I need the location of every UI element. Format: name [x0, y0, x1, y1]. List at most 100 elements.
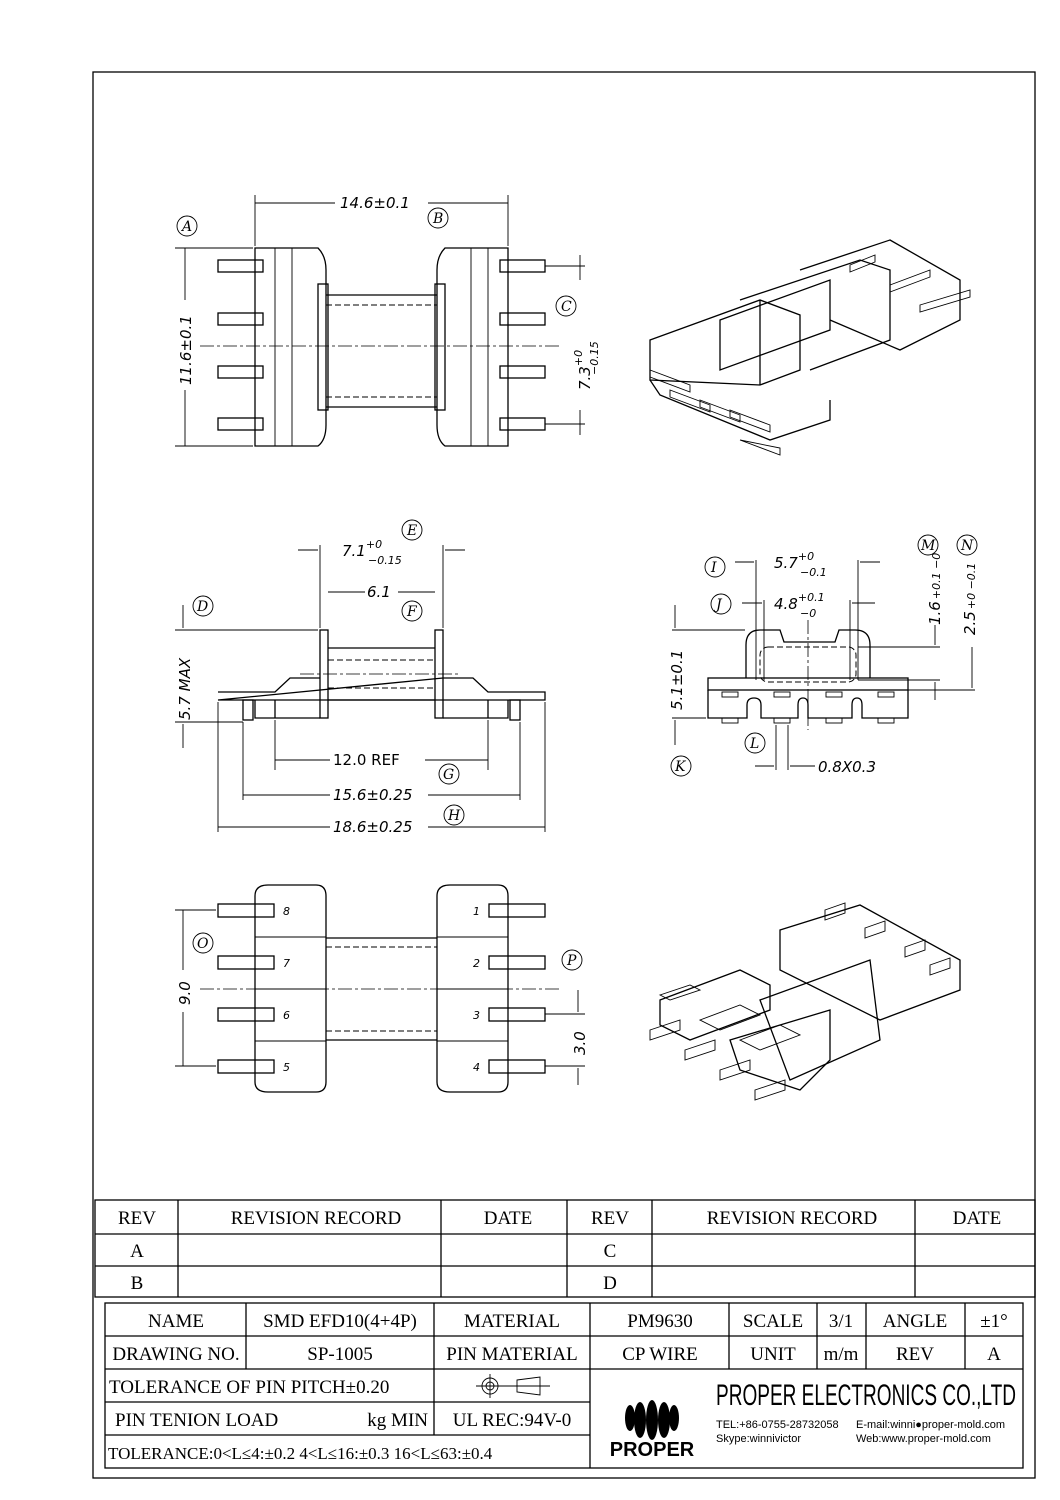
- dim-width: 14.6±0.1: [340, 194, 410, 212]
- company-logo: PROPER: [610, 1400, 695, 1461]
- svg-text:7.1+0: 7.1+0: [342, 538, 382, 560]
- top-view-pins: [217, 259, 546, 431]
- revision-record-header-2: REVISION RECORD: [707, 1208, 877, 1229]
- ul-rating: UL REC:94V-0: [453, 1410, 571, 1431]
- company-email: E-mail:winni●proper-mold.com: [856, 1419, 1005, 1431]
- dim-height: 11.6±0.1: [177, 315, 195, 385]
- svg-text:−0.15: −0.15: [588, 341, 601, 375]
- svg-text:A: A: [180, 219, 192, 235]
- drawing-border: [92, 71, 1036, 1479]
- svg-text:−0: −0: [800, 607, 816, 620]
- svg-text:6: 6: [283, 1009, 290, 1022]
- svg-text:P: P: [566, 953, 577, 969]
- svg-text:O: O: [197, 936, 209, 952]
- pin-tension-label: PIN TENION LOAD: [115, 1410, 278, 1431]
- drawing-no-label: DRAWING NO.: [112, 1344, 239, 1365]
- dim-pin-span: 15.6±0.25: [333, 786, 412, 804]
- svg-text:M: M: [920, 538, 936, 554]
- end-view: 5.7+0 −0.1 4.8+0.1 −0 5.1±0.1 1.6+0.1 −0…: [668, 534, 979, 777]
- dim-outer: 5.7: [774, 554, 798, 572]
- svg-text:4: 4: [473, 1061, 480, 1074]
- name-label: NAME: [148, 1311, 204, 1332]
- svg-text:5: 5: [283, 1061, 290, 1074]
- pin-material-value: CP WIRE: [622, 1344, 697, 1365]
- projection-symbol-icon: [476, 1374, 550, 1398]
- title-block: NAME SMD EFD10(4+4P) MATERIAL PM9630 SCA…: [104, 1302, 1024, 1469]
- svg-text:E: E: [406, 523, 417, 539]
- scale-label: SCALE: [743, 1311, 803, 1332]
- pin-tension-unit: kg MIN: [367, 1410, 428, 1431]
- svg-text:G: G: [443, 767, 454, 783]
- dim-height-max: 5.7 MAX: [176, 657, 194, 720]
- svg-text:4.8+0.1: 4.8+0.1: [774, 591, 825, 613]
- unit-label: UNIT: [750, 1344, 796, 1365]
- svg-text:F: F: [406, 604, 418, 620]
- dim-pin-size: 0.8X0.3: [818, 758, 876, 776]
- dim-inner: 4.8: [774, 595, 798, 613]
- rev-header-2: REV: [591, 1208, 629, 1229]
- rev-value: A: [987, 1344, 1001, 1365]
- angle-label: ANGLE: [883, 1311, 947, 1332]
- rev-header: REV: [118, 1208, 156, 1229]
- dim-core: 6.1: [367, 583, 391, 601]
- pin-material-label: PIN MATERIAL: [446, 1344, 577, 1365]
- bottom-view-pins: [217, 903, 546, 1074]
- rev-row: A: [130, 1241, 144, 1262]
- rev-label: REV: [896, 1344, 934, 1365]
- svg-text:5.7+0: 5.7+0: [774, 550, 814, 572]
- date-header: DATE: [484, 1208, 533, 1229]
- rev-row: C: [604, 1241, 617, 1262]
- svg-text:H: H: [447, 808, 461, 824]
- svg-text:B: B: [432, 211, 443, 227]
- svg-text:7.3+0: 7.3+0: [572, 350, 594, 390]
- dim-flange: 7.1: [342, 542, 366, 560]
- svg-text:1.6+0.1 −0: 1.6+0.1 −0: [926, 553, 944, 625]
- label-bubbles-side: D E F G H: [192, 519, 465, 826]
- svg-text:N: N: [960, 538, 974, 554]
- material-label: MATERIAL: [464, 1311, 560, 1332]
- dim-pitch: 7.3: [576, 366, 594, 390]
- dim-n: 2.5: [961, 611, 979, 635]
- scale-value: 3/1: [829, 1311, 853, 1332]
- svg-text:C: C: [561, 299, 572, 315]
- label-bubbles-top: A B C: [176, 207, 577, 317]
- svg-text:3: 3: [473, 1009, 480, 1022]
- top-view: 14.6±0.1 11.6±0.1 7.3+0 −0.15 A B C: [175, 194, 601, 447]
- isometric-view-bottom: [649, 902, 961, 1101]
- label-bubbles-end: I J K L M N: [670, 534, 978, 777]
- dim-pin-pitch: 3.0: [571, 1031, 589, 1055]
- dim-end-height: 5.1±0.1: [668, 650, 686, 710]
- svg-text:8: 8: [283, 905, 290, 918]
- company-name: PROPER ELECTRONICS CO.,LTD: [716, 1379, 1016, 1412]
- rev-row: B: [131, 1273, 144, 1294]
- revision-table: REV REVISION RECORD DATE REV REVISION RE…: [94, 1199, 1036, 1298]
- svg-text:1: 1: [473, 905, 480, 918]
- isometric-view-top: [649, 239, 971, 456]
- side-view: 7.1+0 −0.15 6.1 5.7 MAX 12.0 REF 15.6±0.…: [175, 519, 546, 836]
- svg-text:J: J: [713, 597, 723, 613]
- svg-text:D: D: [196, 599, 208, 615]
- svg-text:7: 7: [283, 957, 290, 970]
- general-tolerance: TOLERANCE:0<L≤4:±0.2 4<L≤16:±0.3 16<L≤63…: [108, 1444, 493, 1463]
- dim-ref: 12.0 REF: [333, 751, 400, 769]
- svg-text:I: I: [710, 560, 717, 576]
- svg-text:2: 2: [473, 957, 480, 970]
- dim-span: 9.0: [176, 981, 194, 1005]
- pin-pitch-tolerance: TOLERANCE OF PIN PITCH±0.20: [109, 1377, 389, 1398]
- dim-overall: 18.6±0.25: [333, 818, 412, 836]
- bottom-view: 8 7 6 5 1 2 3 4 9.0 3.0 O P: [175, 884, 589, 1093]
- svg-text:K: K: [674, 759, 687, 775]
- dim-m: 1.6: [926, 601, 944, 625]
- unit-value: m/m: [824, 1344, 859, 1365]
- svg-text:2.5+0 −0.1: 2.5+0 −0.1: [961, 563, 979, 635]
- date-header-2: DATE: [953, 1208, 1002, 1229]
- svg-text:L: L: [749, 736, 759, 752]
- company-skype: Skype:winnivictor: [716, 1433, 801, 1445]
- pin-numbers: 8 7 6 5 1 2 3 4: [283, 905, 480, 1074]
- material-value: PM9630: [627, 1311, 692, 1332]
- company-web: Web:www.proper-mold.com: [856, 1433, 991, 1445]
- svg-text:−0.1: −0.1: [800, 566, 827, 579]
- logo-text: PROPER: [610, 1439, 695, 1461]
- rev-row: D: [603, 1273, 617, 1294]
- part-name: SMD EFD10(4+4P): [263, 1311, 417, 1332]
